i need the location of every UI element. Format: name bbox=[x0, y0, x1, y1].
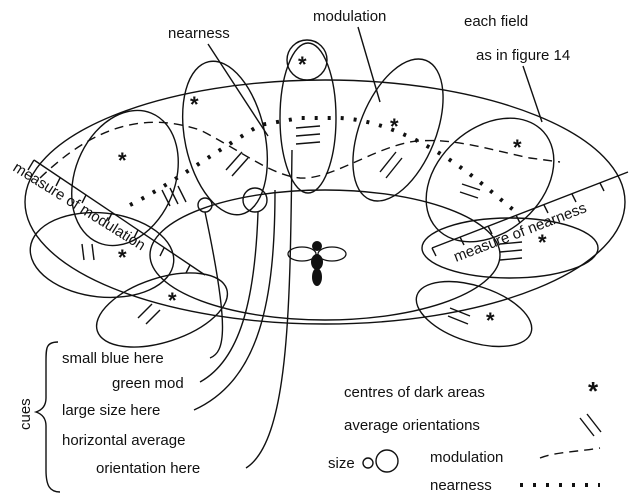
each-field-label-2: as in figure 14 bbox=[476, 47, 570, 64]
star-mark: * bbox=[118, 245, 127, 270]
legend-nearness-label: nearness bbox=[430, 477, 492, 494]
orientation-mark bbox=[92, 244, 94, 260]
legend-size-large-circle bbox=[376, 450, 398, 472]
measure-of-modulation-label: measure of modulation bbox=[10, 159, 148, 254]
orientation-mark bbox=[448, 316, 468, 324]
field-top-circle bbox=[287, 40, 327, 80]
cue-green-mod: green mod bbox=[112, 375, 184, 392]
legend-orientations-label: average orientations bbox=[344, 417, 480, 434]
legend-size-label: size bbox=[328, 455, 355, 472]
star-mark: * bbox=[118, 148, 127, 173]
cue-small-blue: small blue here bbox=[62, 350, 164, 367]
star-mark: * bbox=[298, 52, 307, 77]
orientation-mark bbox=[460, 192, 478, 198]
nearness-axis-ticks bbox=[432, 183, 604, 256]
legend-size-small-circle bbox=[363, 458, 373, 468]
legend-orientation-symbol bbox=[580, 414, 601, 436]
large-size-circle bbox=[243, 188, 267, 212]
nearness-leader bbox=[208, 44, 268, 136]
small-size-circle bbox=[198, 198, 212, 212]
orientation-mark bbox=[82, 244, 84, 260]
legend-centres-label: centres of dark areas bbox=[344, 384, 485, 401]
orientation-mark bbox=[500, 250, 522, 252]
legend-star-symbol: * bbox=[588, 376, 599, 406]
orientation-mark bbox=[162, 190, 170, 206]
cue-horizontal-average: horizontal average bbox=[62, 432, 185, 449]
field-ellipse bbox=[170, 53, 281, 222]
star-mark: * bbox=[168, 288, 177, 313]
nearness-path bbox=[130, 118, 520, 215]
modulation-leader bbox=[358, 27, 380, 102]
orientation-mark bbox=[296, 126, 320, 128]
orientation-mark bbox=[178, 186, 186, 202]
orientation-mark bbox=[138, 304, 152, 318]
orientation-mark bbox=[296, 134, 320, 136]
star-mark: * bbox=[390, 114, 399, 139]
orientation-mark bbox=[500, 258, 522, 260]
cues-label: cues bbox=[17, 398, 34, 430]
legend-modulation-symbol bbox=[540, 448, 600, 458]
each-field-label-1: each field bbox=[464, 13, 528, 30]
cue-large-size: large size here bbox=[62, 402, 160, 419]
field-ellipse bbox=[408, 269, 539, 359]
star-mark: * bbox=[190, 92, 199, 117]
cues-brace bbox=[36, 342, 60, 492]
star-mark: * bbox=[486, 308, 495, 333]
legend-modulation-label: modulation bbox=[430, 449, 503, 466]
field-ellipse bbox=[87, 259, 236, 362]
star-mark: * bbox=[538, 230, 547, 255]
orientation-mark bbox=[296, 142, 320, 144]
bee-icon bbox=[288, 241, 346, 286]
orientation-mark bbox=[462, 184, 480, 190]
cue-orientation-here: orientation here bbox=[96, 460, 200, 477]
nearness-top-label: nearness bbox=[168, 25, 230, 42]
orientation-mark bbox=[146, 310, 160, 324]
star-mark: * bbox=[513, 135, 522, 160]
modulation-top-label: modulation bbox=[313, 8, 386, 25]
